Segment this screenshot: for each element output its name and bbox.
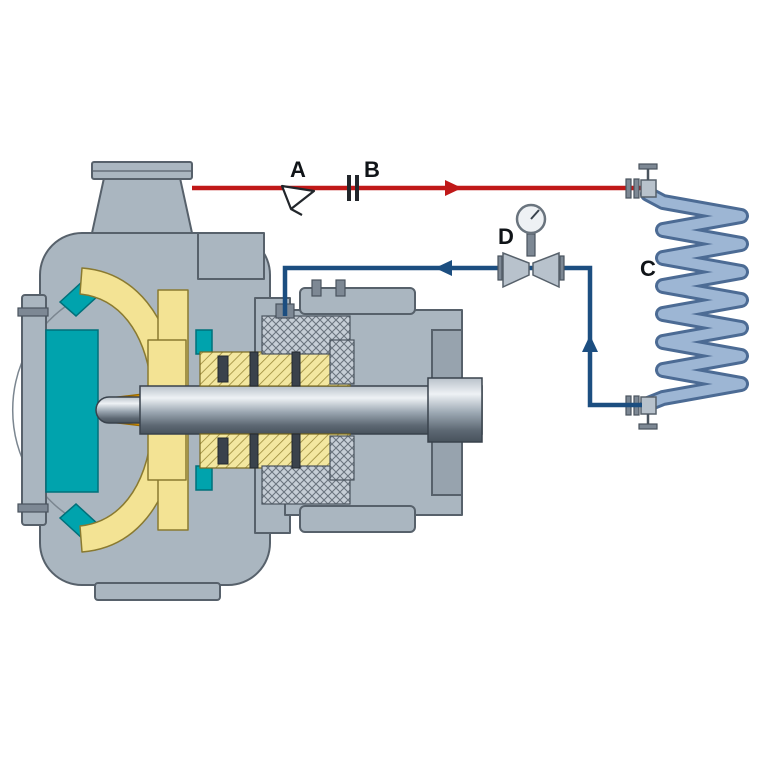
coil-tube	[643, 189, 746, 409]
valve-flange-right	[559, 255, 565, 281]
orifice-plate-symbol-b	[347, 175, 359, 201]
flange-bolt-bottom	[17, 503, 49, 513]
inlet-valve-body	[640, 179, 657, 198]
blue-pipe	[282, 265, 642, 408]
cooler-coil	[640, 186, 749, 412]
flow-indicator-symbol-a	[280, 184, 316, 216]
orifice-bar-2	[355, 175, 359, 201]
housing-stud-2	[335, 279, 346, 297]
casing-foot	[94, 582, 221, 601]
blue-return-line	[282, 260, 642, 408]
housing-bottom-ring	[299, 505, 416, 533]
blue-flow-arrow-up	[582, 335, 598, 352]
outlet-valve-body	[640, 396, 657, 415]
outlet-valve-handle	[638, 423, 658, 430]
coil-inlet-valve	[625, 163, 658, 199]
housing-top-ring	[299, 287, 416, 315]
valve-flange-left	[497, 255, 503, 281]
label-b: B	[364, 157, 380, 182]
red-flow-arrow	[445, 180, 462, 196]
housing-stud-1	[311, 279, 322, 297]
shaft-main	[139, 385, 483, 435]
seal-spring-bottom	[217, 437, 229, 465]
seal-spring-top	[217, 355, 229, 383]
indicator-tail	[290, 208, 303, 216]
red-supply-line	[192, 180, 646, 196]
seal-retainer-bottom	[329, 435, 355, 481]
label-a: A	[290, 157, 306, 182]
gauge-needle	[530, 209, 540, 220]
seal-chamber-fluid-top	[195, 329, 213, 355]
label-d: D	[498, 224, 514, 249]
coil-outlet-valve	[625, 395, 658, 430]
shaft-coupling-end	[427, 377, 483, 443]
valve-body-left	[502, 251, 530, 289]
suction-flange-plate	[21, 294, 47, 526]
volute-water-left	[45, 329, 99, 493]
inlet-valve-handle	[638, 163, 658, 170]
casing-step	[197, 232, 265, 280]
seal-face-top-1	[249, 351, 259, 387]
discharge-neck	[91, 177, 193, 234]
indicator-funnel	[280, 184, 316, 211]
seal-face-bottom-2	[291, 433, 301, 469]
gauge-stem	[526, 233, 536, 257]
inlet-flange-1	[625, 178, 632, 199]
seal-chamber-fluid-bottom	[195, 465, 213, 491]
labels: A B C D	[290, 157, 656, 281]
blue-flow-arrow-left	[435, 260, 452, 276]
suction-flange	[17, 294, 49, 526]
orifice-bar-1	[347, 175, 351, 201]
shaft	[139, 377, 483, 443]
label-c: C	[640, 256, 656, 281]
mechanical-seal	[199, 303, 355, 505]
flange-bolt-top	[17, 307, 49, 317]
seal-face-bottom-1	[249, 433, 259, 469]
discharge-nozzle	[91, 161, 193, 234]
seal-face-top-2	[291, 351, 301, 387]
valve-body-right	[532, 251, 560, 289]
pressure-gauge-assembly	[497, 203, 565, 289]
inlet-flange-2	[633, 178, 640, 199]
seal-retainer-top	[329, 339, 355, 385]
pump-cross-section	[11, 161, 483, 601]
